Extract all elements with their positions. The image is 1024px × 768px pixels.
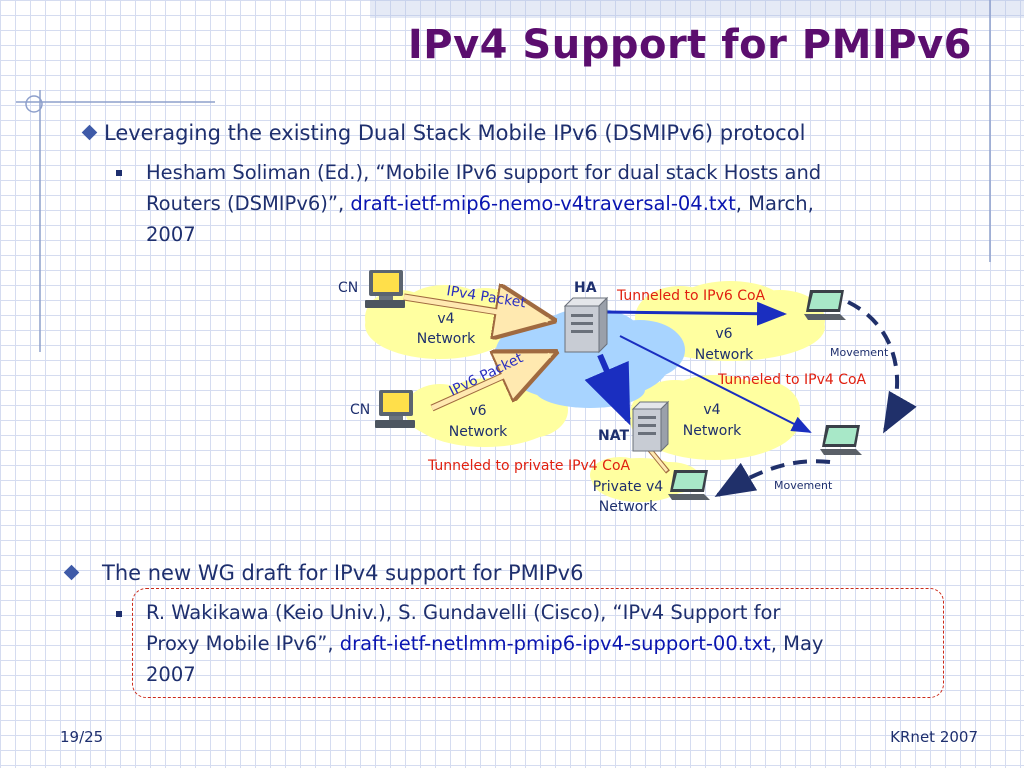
net-v6-right-label-1: v6 [715, 326, 732, 342]
net-v6-left-label-1: v6 [469, 403, 486, 419]
bullet-square-icon [116, 170, 122, 176]
laptop-top-icon [804, 290, 846, 320]
b2-sub-line2-tail: , May [770, 632, 824, 655]
slide-title: IPv4 Support for PMIPv6 [407, 22, 972, 68]
b1-sub-line1: Hesham Soliman (Ed.), “Mobile IPv6 suppo… [146, 161, 822, 184]
bullet-2-sub: R. Wakikawa (Keio Univ.), S. Gundavelli … [146, 597, 936, 690]
net-private-label-2: Network [599, 499, 658, 515]
laptop-private-icon [668, 470, 710, 500]
nat-label: NAT [598, 428, 629, 444]
net-private-label-1: Private v4 [593, 479, 664, 495]
cn-bottom-label: CN [350, 402, 370, 418]
net-v4-left-label-1: v4 [437, 311, 454, 327]
b2-sub-line3: 2007 [146, 663, 196, 686]
net-v4-left-label-2: Network [417, 331, 476, 347]
b1-sub-line3: 2007 [146, 223, 196, 246]
footer-event: KRnet 2007 [890, 728, 978, 746]
cn-computer-top-icon [365, 270, 405, 308]
bullet-square-icon [116, 611, 122, 617]
bullet-2-text: The new WG draft for IPv4 support for PM… [102, 561, 584, 585]
cn-computer-bottom-icon [375, 390, 415, 428]
net-v6-right-label-2: Network [695, 347, 754, 363]
tunnel-private-label: Tunneled to private IPv4 CoA [427, 458, 631, 474]
ha-label: HA [574, 280, 597, 296]
movement-label-2: Movement [774, 479, 833, 492]
tunnel-ipv4-arrow [619, 335, 812, 433]
movement-arrow-upper [847, 300, 917, 434]
b2-sub-line2-text: Proxy Mobile IPv6”, [146, 632, 340, 655]
b1-sub-line2-tail: , March, [735, 192, 814, 215]
tunnel-ipv6-label: Tunneled to IPv6 CoA [616, 288, 766, 304]
nat-server-icon [631, 400, 670, 453]
highlight-dashed-box [132, 588, 944, 698]
cloud-v4-right [630, 375, 800, 460]
movement-arrow-lower [714, 459, 831, 498]
draft-link-dsmipv6[interactable]: draft-ietf-mip6-nemo-v4traversal-04.txt [350, 192, 736, 215]
tunnel-ipv4-label: Tunneled to IPv4 CoA [717, 372, 867, 388]
slide-number: 19/25 [60, 728, 104, 746]
b2-sub-line2: Proxy Mobile IPv6”, draft-ietf-netlmm-pm… [146, 628, 936, 659]
bullet-1-text: Leveraging the existing Dual Stack Mobil… [104, 121, 806, 145]
top-decor-band [370, 0, 1024, 18]
b1-sub-line2: Routers (DSMIPv6)”, draft-ietf-mip6-nemo… [146, 188, 946, 219]
net-v4-right-label-1: v4 [703, 402, 720, 418]
b1-sub-line2-text: Routers (DSMIPv6)”, [146, 192, 351, 215]
net-v4-right-label-2: Network [683, 423, 742, 439]
tunnel-nat-arrow [584, 353, 631, 426]
movement-label-1: Movement [830, 346, 889, 359]
tunnel-ipv6-arrow [603, 301, 787, 326]
cn-top-label: CN [338, 280, 358, 296]
draft-link-pmip6[interactable]: draft-ietf-netlmm-pmip6-ipv4-support-00.… [339, 632, 771, 655]
net-v6-left-label-2: Network [449, 424, 508, 440]
ha-server-icon [563, 296, 609, 354]
bullet-1-sub: Hesham Soliman (Ed.), “Mobile IPv6 suppo… [146, 157, 946, 250]
b2-sub-line1: R. Wakikawa (Keio Univ.), S. Gundavelli … [146, 601, 781, 624]
laptop-middle-icon [820, 425, 862, 455]
